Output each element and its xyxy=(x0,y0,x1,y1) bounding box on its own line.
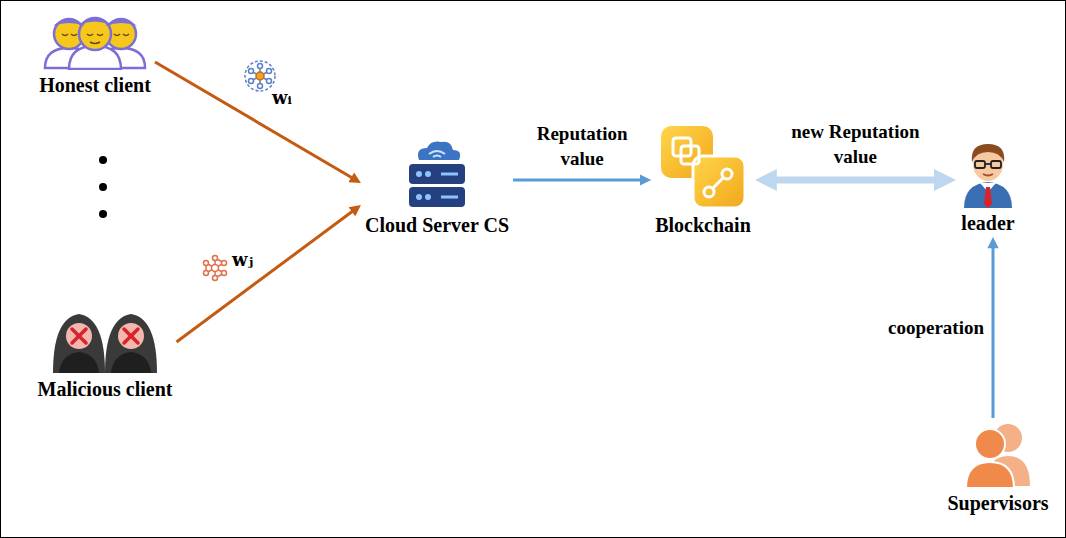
connector-arrow xyxy=(768,177,943,184)
model-icon xyxy=(204,256,227,281)
edge-label: cooperation xyxy=(888,315,984,341)
actor-node: Malicious client xyxy=(34,306,177,403)
node-label: Malicious client xyxy=(38,378,173,401)
blockchain-icon xyxy=(657,122,749,210)
edge-label: new Reputation value xyxy=(768,119,943,170)
arrow-head xyxy=(755,180,756,181)
edge-label: Reputation value xyxy=(522,121,642,172)
arrow-head xyxy=(360,182,362,184)
arrow-head xyxy=(955,180,956,181)
actor-node: Supervisors xyxy=(943,418,1052,517)
arrow-head xyxy=(650,180,651,181)
connector-arrow xyxy=(992,245,995,418)
actor-node: Cloud Server CS xyxy=(361,136,513,239)
node-label: Blockchain xyxy=(655,214,751,237)
actor-node: Honest client xyxy=(35,10,155,99)
ellipsis-dots xyxy=(99,156,107,218)
connector-arrow xyxy=(513,179,643,182)
node-label: Honest client xyxy=(39,74,151,97)
node-label: leader xyxy=(961,212,1014,235)
actor-node: Blockchain xyxy=(651,120,755,239)
client-group-icon xyxy=(39,12,151,70)
node-label: Cloud Server CS xyxy=(365,214,509,237)
supervisor-group-icon xyxy=(962,420,1034,488)
node-label: Supervisors xyxy=(947,492,1048,515)
actor-node: leader xyxy=(956,138,1020,237)
connector-arrow xyxy=(155,62,354,179)
edge-label: wᵢ xyxy=(272,86,292,110)
edge-label: wⱼ xyxy=(232,248,253,272)
person-icon xyxy=(960,140,1016,208)
arrow-head xyxy=(360,205,362,207)
connector-arrow xyxy=(176,210,354,342)
model-icon xyxy=(245,61,275,91)
server-icon xyxy=(401,138,473,210)
arrow-head xyxy=(993,237,994,238)
attacker-group-icon xyxy=(49,308,161,374)
